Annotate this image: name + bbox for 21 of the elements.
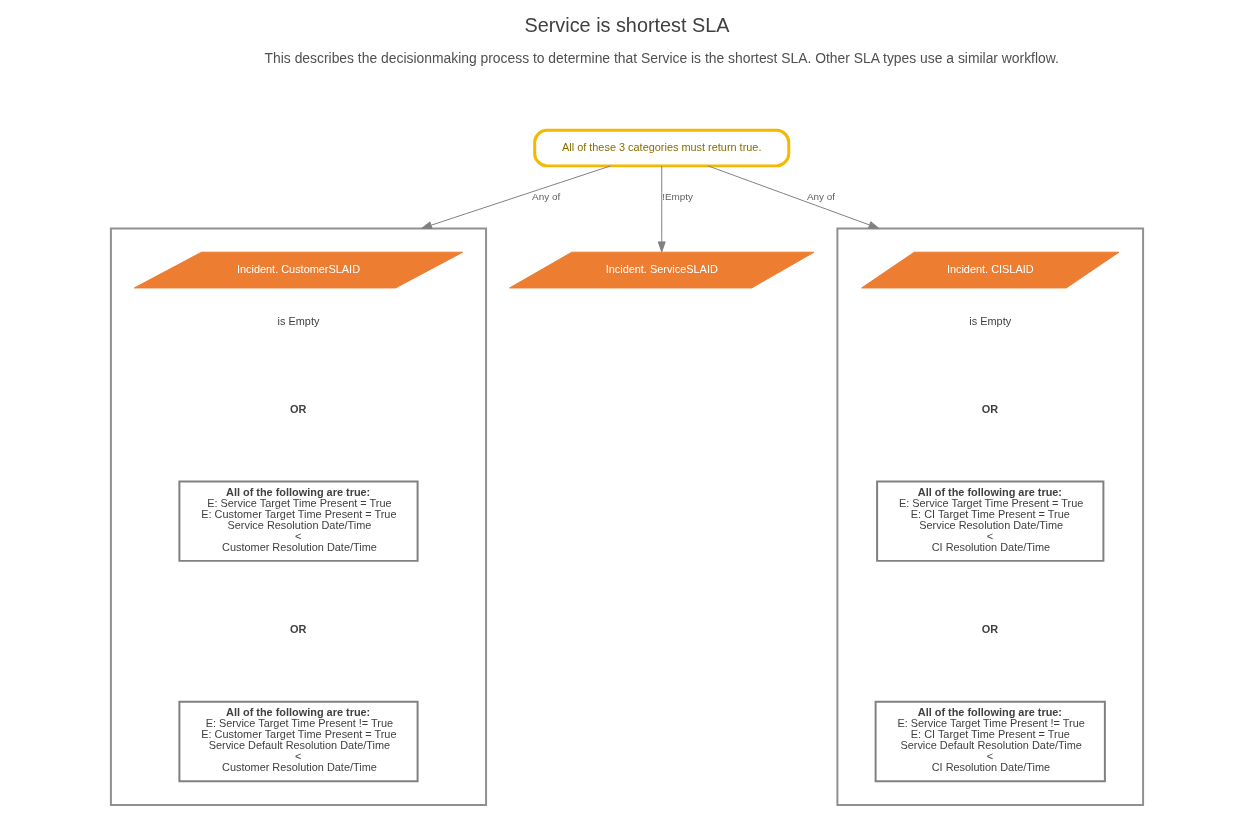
arrow: [707, 165, 880, 229]
label: This describes the decisionmaking process to determine that Service is the shortest SLA. Other SLA types use a similar workflow.: [264, 50, 1059, 67]
cluster: [109, 227, 488, 806]
label: OR: [290, 402, 307, 415]
node-label: is Empty: [969, 315, 1012, 328]
node-box: All of these 3 categories must return true.: [533, 128, 791, 168]
edge-label: !Empty: [662, 190, 694, 202]
edge-label: Any of: [532, 190, 561, 202]
arrow: [421, 165, 611, 230]
label: OR: [981, 623, 999, 636]
edge-label: Any of: [806, 190, 836, 202]
node-box: All of the following are true: E: Service Target Time Present != True E: CI Target Time Present = True Service Default Resolution Date/Time < CI Resolution Date/Time: [874, 700, 1106, 783]
node-box: All of the following are true: E: Service Target Time Present != True E: Customer Target Time Present = True Service Default Resolution Date/Time < Customer Resolution Date/Time: [178, 700, 419, 783]
label: OR: [290, 623, 307, 636]
node-box: All of the following are true: E: Service Target Time Present = True E: Customer Target Time Present = True Service Resolution Date/Time < Customer Resolution Date/Time: [178, 480, 419, 562]
diagram-title: Service is shortest SLA: [524, 13, 730, 36]
arrow: [657, 165, 666, 253]
cluster: [836, 227, 1145, 806]
node-box: All of the following are true: E: Service Target Time Present = True E: CI Target Time Present = True Service Resolution Date/Time < CI Resolution Date/Time: [876, 480, 1105, 562]
label: OR: [981, 402, 999, 415]
node-label: is Empty: [277, 315, 320, 328]
